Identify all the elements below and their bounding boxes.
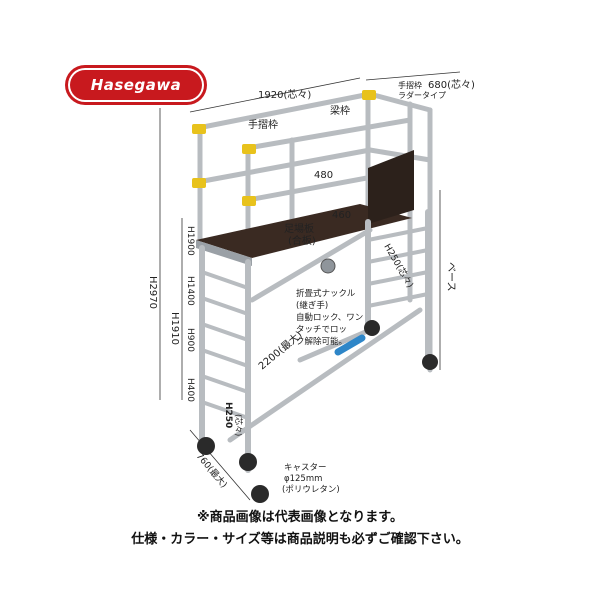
ladder-type-label: ラダータイプ [398,90,446,100]
yellow-clamps [192,90,376,206]
deck-label-line2: (合板) [288,234,316,247]
deck-label-line1: 足場板 [284,222,314,235]
dim-h250-left-sub: (芯々) [234,414,244,436]
caster-line-1: キャスター [284,463,327,473]
knuckle-line-3: 自動ロック、ワン [296,312,363,323]
dim-h250-left: H250 [223,402,233,428]
knuckle-line-4: タッチでロッ [296,325,347,335]
hasegawa-logo: Hasegawa [68,68,204,102]
deck-edge [196,240,252,266]
notice-line-1: ※商品画像は代表画像となります。 [197,510,403,525]
dim-h400: H400 [185,378,195,402]
dim-base: ベース [445,262,457,292]
handrail-label: 手摺枠 [248,118,278,131]
logo-text: Hasegawa [90,76,182,94]
dim-height-1910: H1910 [169,312,180,345]
caster-line-2: φ125mm [284,474,322,484]
blue-brace-band [334,334,366,356]
ladder-rail-label: 手摺枠 [398,80,422,90]
knuckle-line-1: 折畳式ナックル [296,288,356,299]
deck-board [196,204,412,258]
dim-h1400: H1400 [185,276,195,306]
deck-width: 480 [314,170,333,181]
dim-depth: 680(芯々) [428,78,475,91]
deck-depth: 460 [332,210,351,221]
knuckle-line-2: (継ぎ手) [296,300,328,311]
beam-label: 梁枠 [330,104,350,117]
knuckle-line-5: ク解除可能。 [296,336,347,347]
deck-board-raised [368,150,414,224]
casters [197,320,438,503]
dim-total-height: H2970 [147,276,158,309]
dim-width: 1920(芯々) [258,88,311,101]
braces [227,227,423,443]
dim-h900: H900 [185,328,195,352]
caster-line-3: (ポリウレタン) [282,485,340,495]
notice-line-2: 仕様・カラー・サイズ等は商品説明も必ずご確認下さい。 [131,532,469,547]
dim-h1900: H1900 [185,226,195,256]
ladder-rungs [201,226,429,420]
knuckle-joint [320,258,336,274]
